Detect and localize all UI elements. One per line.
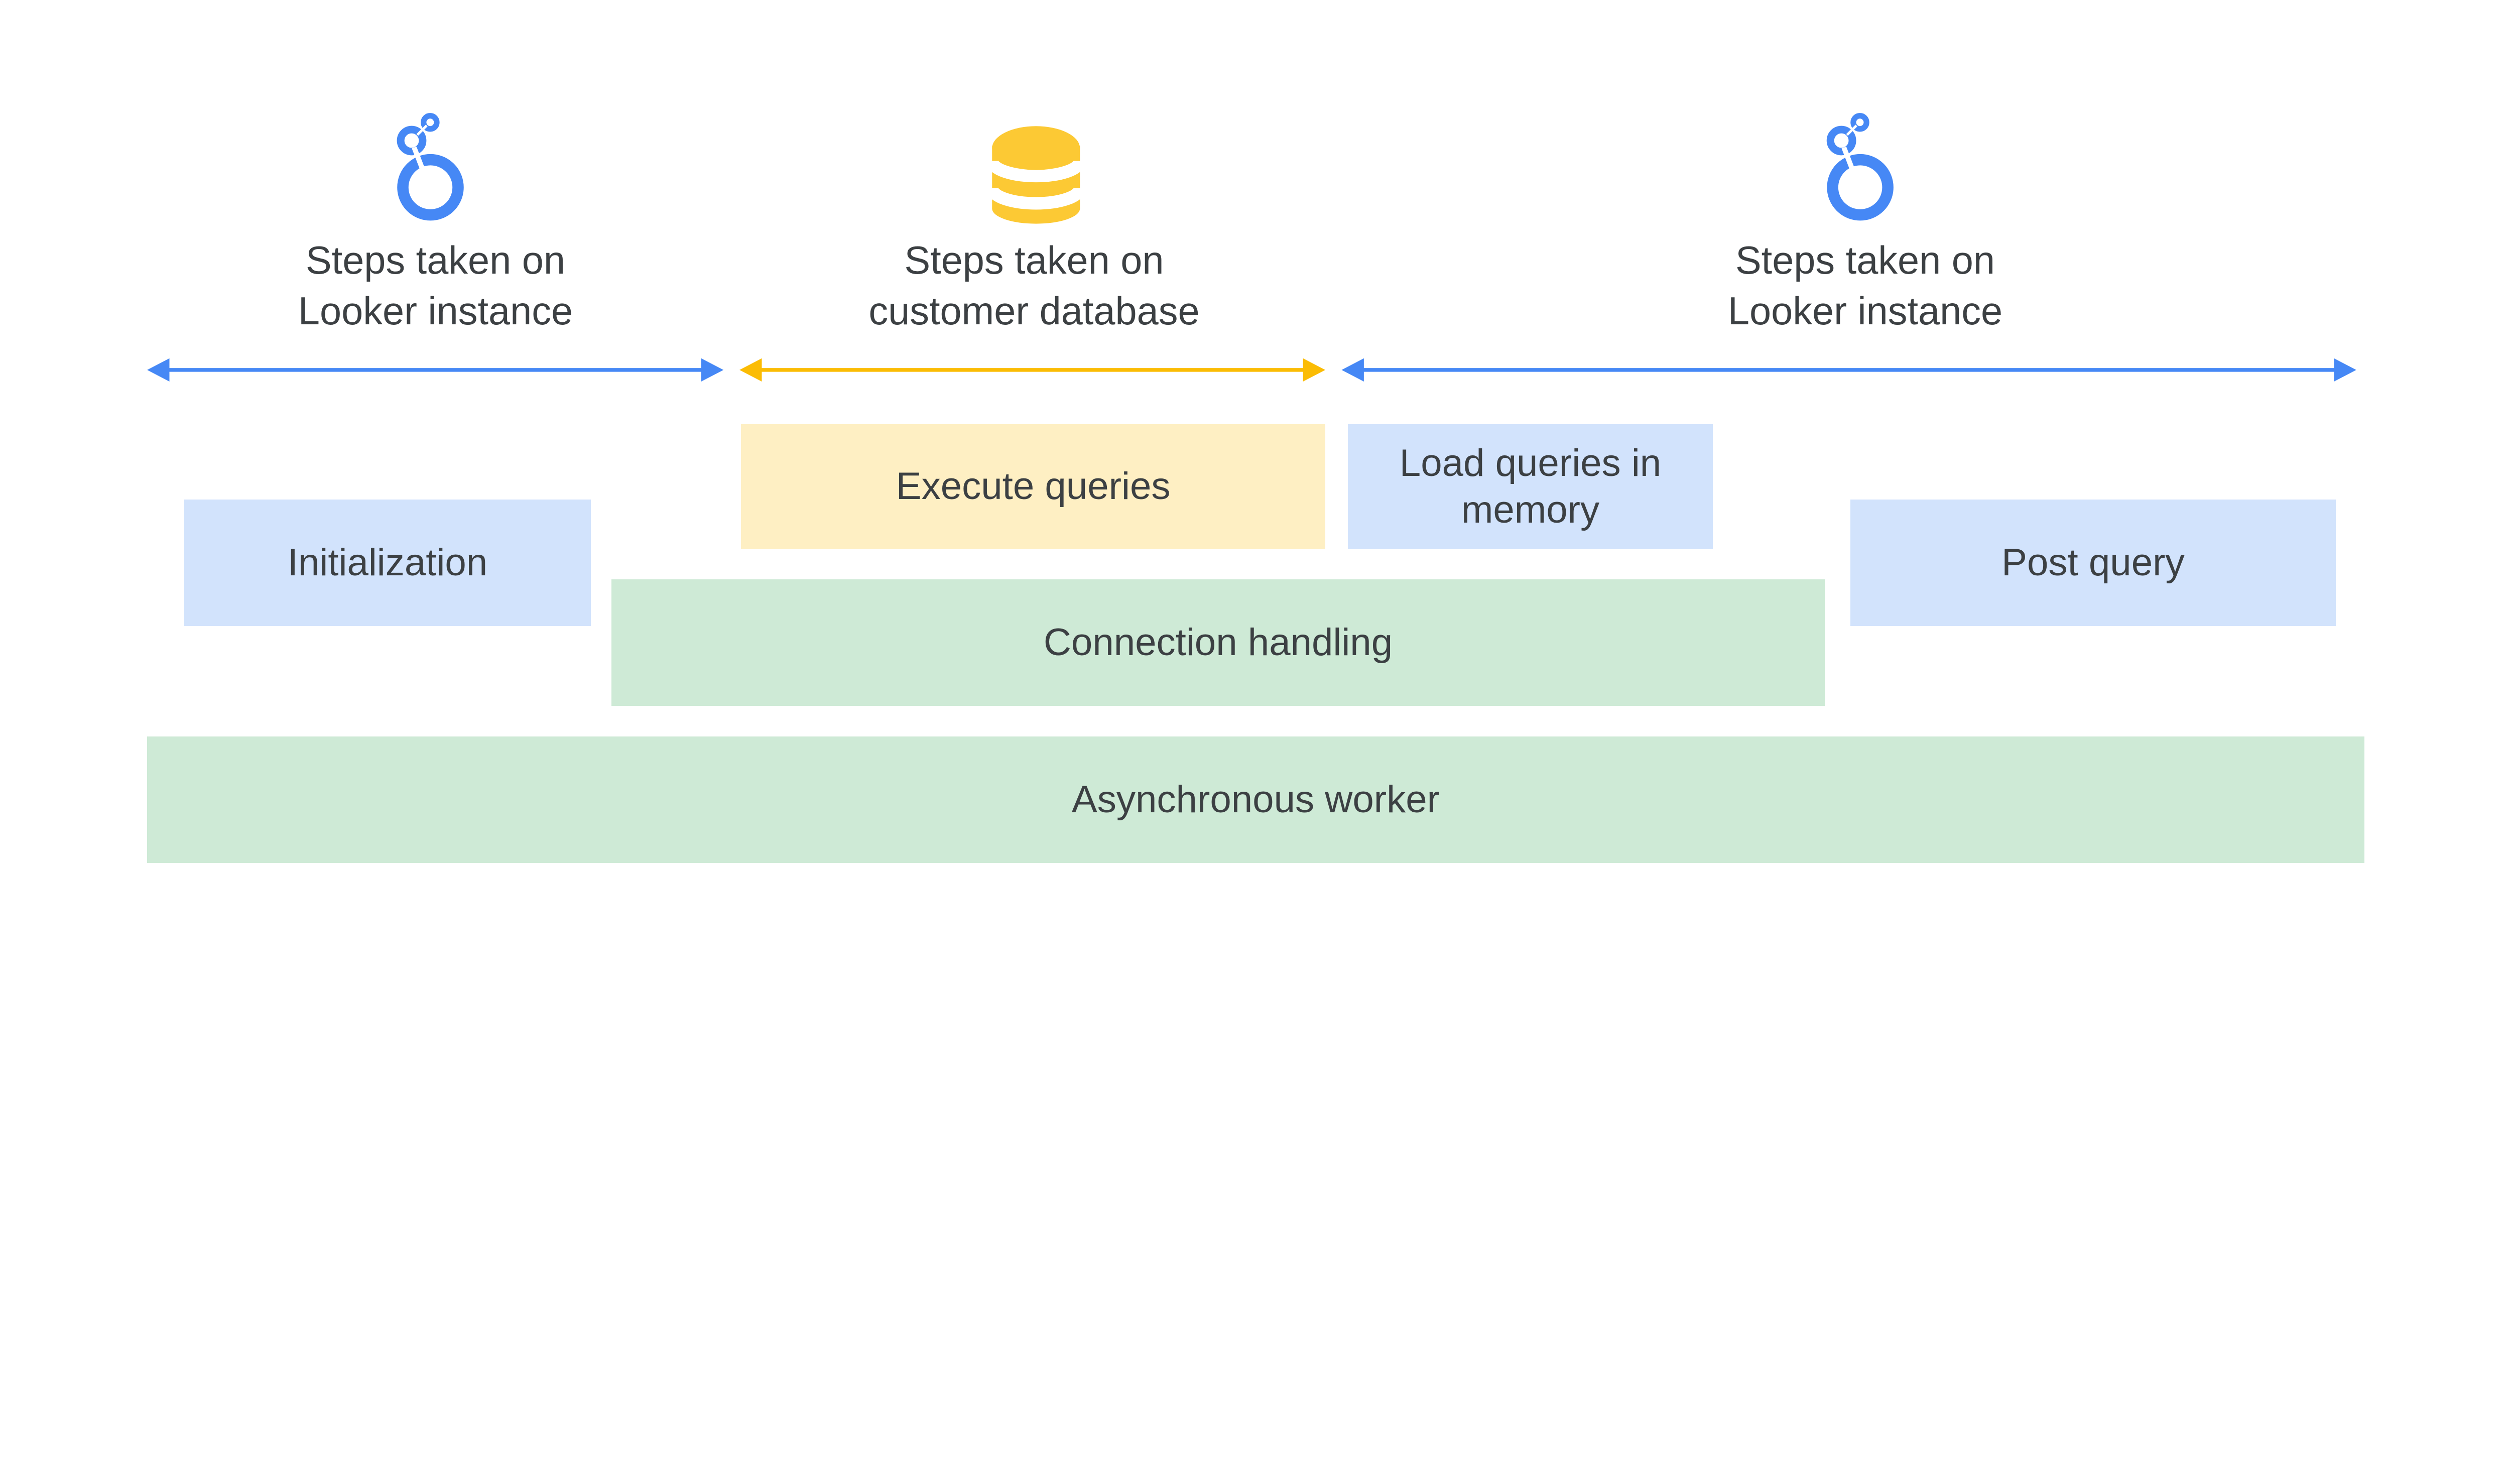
diagram-frame: Steps taken on Looker instance Steps tak… bbox=[147, 113, 2364, 863]
header-line: Steps taken on bbox=[1735, 238, 1995, 282]
section-header-looker: Steps taken on Looker instance bbox=[1646, 235, 2085, 337]
box-label: Asynchronous worker bbox=[1071, 778, 1440, 821]
header-line: customer database bbox=[868, 289, 1200, 333]
database-span-arrow bbox=[739, 358, 1325, 382]
header-line: Steps taken on bbox=[904, 238, 1164, 282]
looker-span-arrow bbox=[147, 358, 724, 382]
looker-logo-icon bbox=[1826, 113, 1894, 221]
box-label: Connection handling bbox=[1043, 621, 1393, 664]
connection-handling-box: Connection handling bbox=[611, 579, 1825, 706]
post-query-box: Post query bbox=[1850, 500, 2336, 626]
looker-logo-icon bbox=[397, 113, 464, 221]
section-header-looker: Steps taken on Looker instance bbox=[216, 235, 655, 337]
initialization-box: Initialization bbox=[184, 500, 591, 626]
box-label: Initialization bbox=[287, 541, 488, 584]
header-line: Looker instance bbox=[1727, 289, 2003, 333]
database-icon bbox=[985, 126, 1086, 224]
execute-queries-box: Execute queries bbox=[741, 424, 1325, 549]
box-label: Execute queries bbox=[896, 465, 1171, 508]
diagram-graphics bbox=[147, 113, 2356, 382]
header-line: Looker instance bbox=[298, 289, 573, 333]
header-line: Steps taken on bbox=[305, 238, 566, 282]
box-label: Load queries in memory bbox=[1399, 441, 1662, 532]
box-label: Post query bbox=[2001, 541, 2185, 584]
looker-span-arrow bbox=[1341, 358, 2356, 382]
asynchronous-worker-box: Asynchronous worker bbox=[147, 736, 2364, 863]
load-queries-box: Load queries in memory bbox=[1348, 424, 1713, 549]
section-header-database: Steps taken on customer database bbox=[815, 235, 1254, 337]
